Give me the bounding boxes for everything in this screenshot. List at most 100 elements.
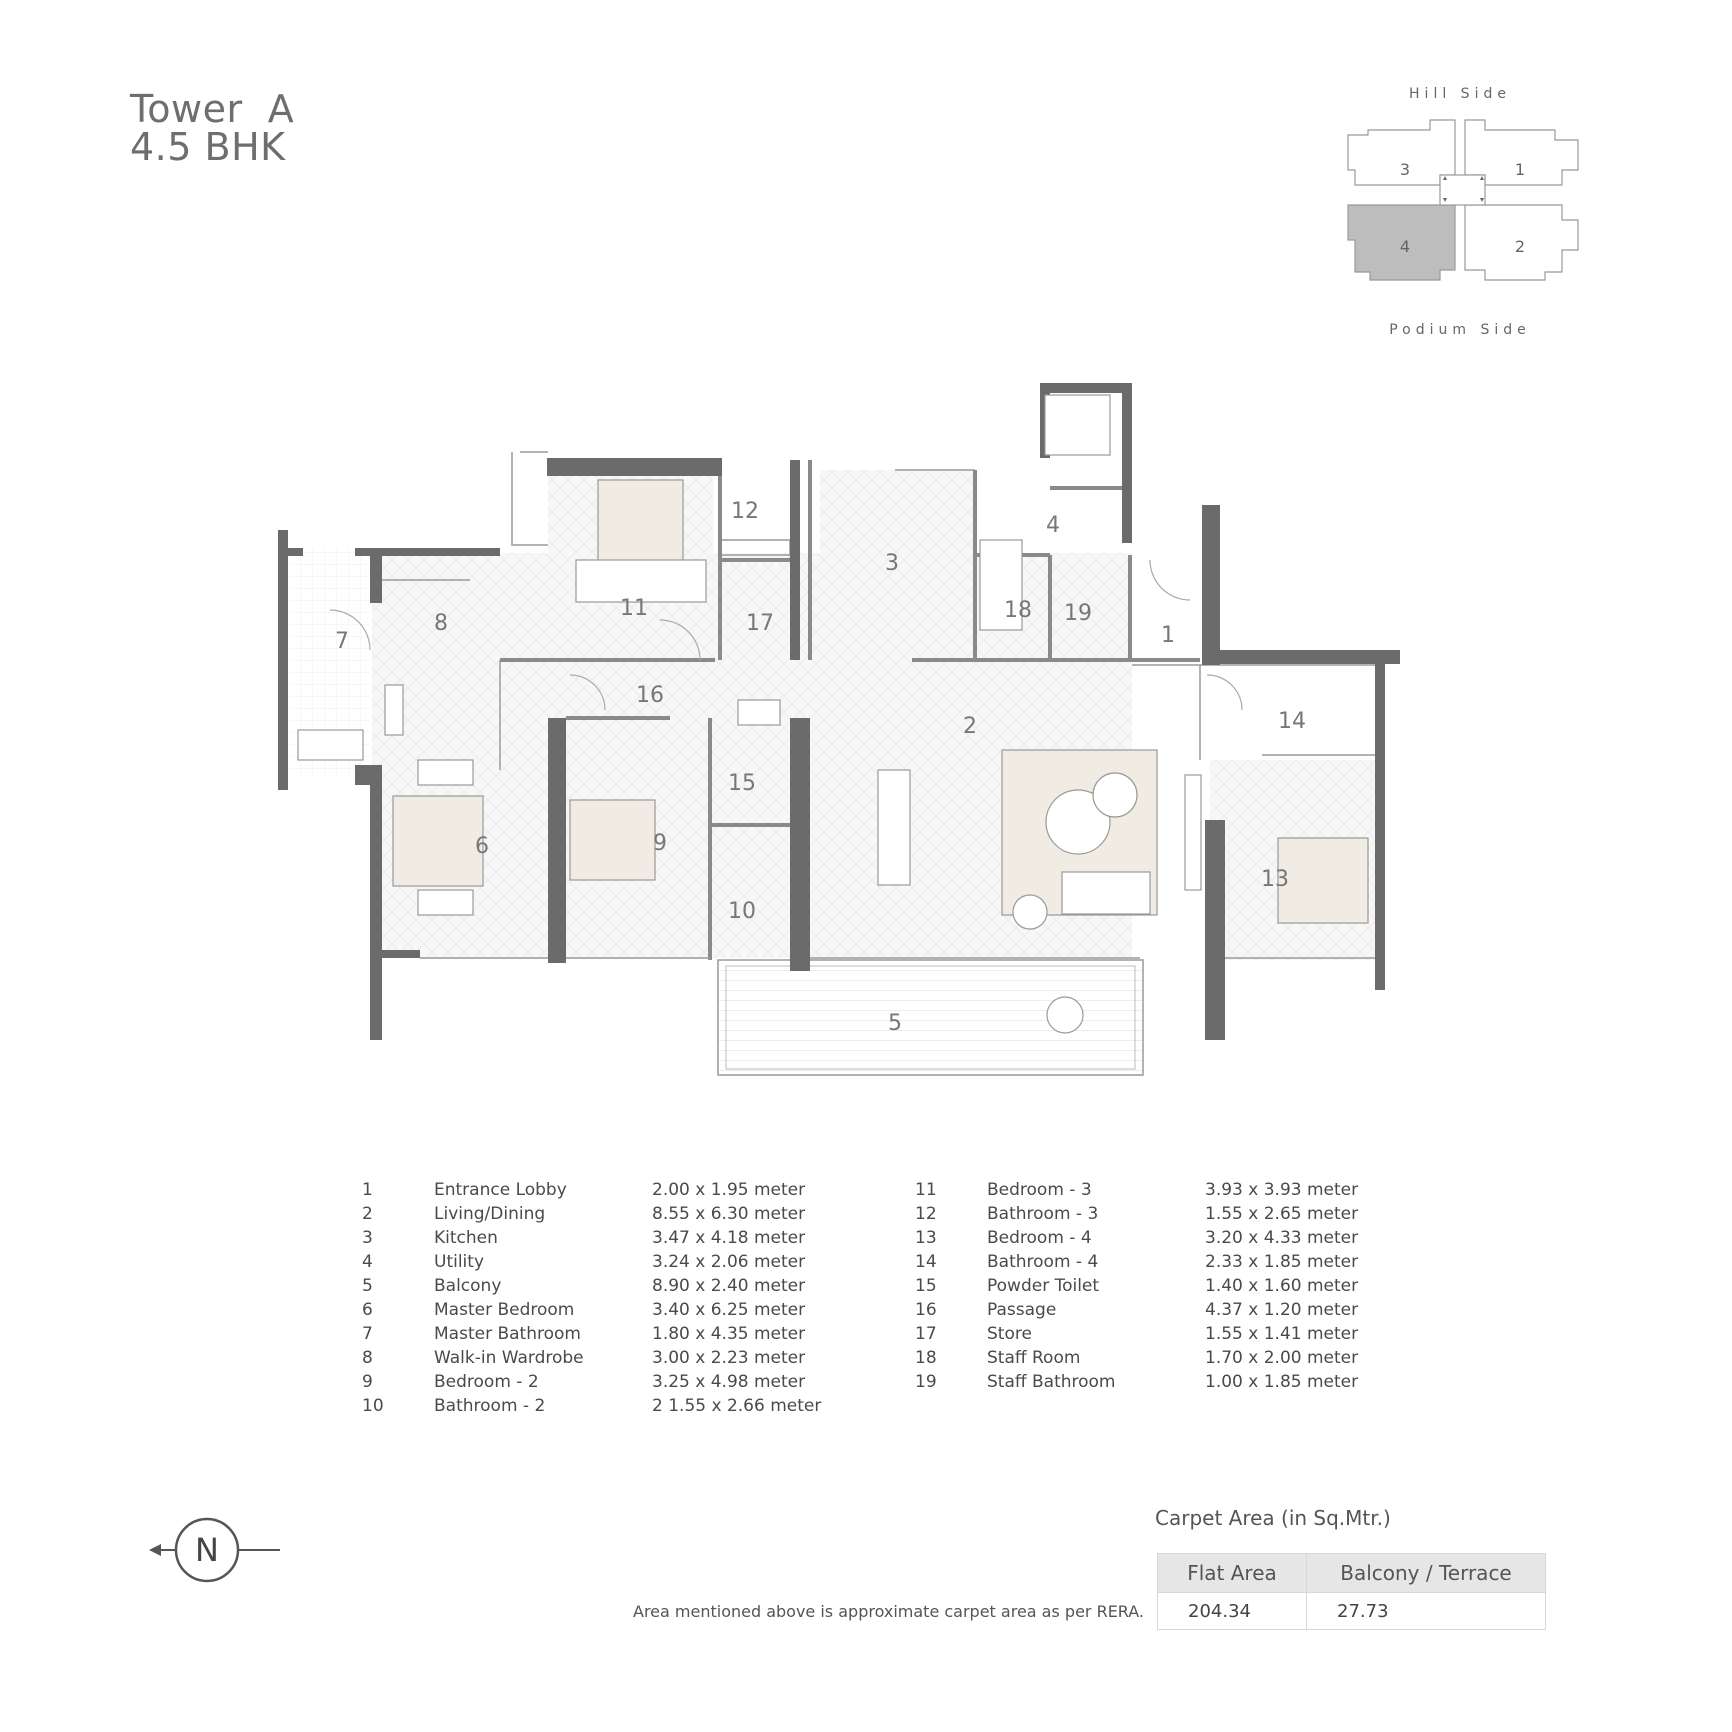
legend-name: Master Bathroom	[434, 1324, 581, 1344]
room-label-7: 7	[335, 629, 349, 654]
legend-dim: 8.90 x 2.40 meter	[652, 1276, 806, 1296]
room-label-17: 17	[746, 611, 774, 636]
wall-utility-east	[1122, 383, 1132, 543]
wall-utility-top	[1040, 383, 1132, 393]
legend-dim: 1.00 x 1.85 meter	[1205, 1372, 1359, 1392]
legend-name: Staff Room	[987, 1348, 1081, 1368]
rera-note: Area mentioned above is approximate carp…	[633, 1602, 1145, 1621]
wall-bath2-east	[790, 718, 810, 971]
wall-w3	[370, 548, 382, 603]
room-label-18: 18	[1004, 598, 1032, 623]
door-entrance	[1149, 559, 1191, 601]
bed-bedroom-3	[597, 479, 684, 576]
tower-name: Tower A	[130, 87, 295, 131]
bench-master-2	[417, 889, 474, 916]
legend-num: 1	[362, 1180, 373, 1200]
legend-dim: 3.24 x 2.06 meter	[652, 1252, 806, 1272]
legend-num: 3	[362, 1228, 373, 1248]
dining-table	[877, 769, 911, 886]
legend-num: 9	[362, 1372, 373, 1392]
wall-wardrobe-top	[370, 548, 500, 556]
key-plan-label-3: 3	[1400, 160, 1410, 179]
legend-name: Balcony	[434, 1276, 502, 1296]
room-label-19: 19	[1064, 601, 1092, 626]
legend-dim: 2 1.55 x 2.66 meter	[652, 1396, 822, 1416]
legend-name: Bathroom - 2	[434, 1396, 546, 1416]
bedroom3-terrace-edge	[511, 452, 548, 546]
legend-num: 14	[915, 1252, 937, 1272]
room-label-2: 2	[963, 714, 977, 739]
wall-w1	[278, 548, 303, 556]
key-plan: Hill Side 3 1 4 2 Podium Side	[1330, 80, 1590, 350]
wall-bedroom4-east	[1375, 650, 1385, 990]
coffee-table-1	[1045, 789, 1111, 855]
vanity	[384, 684, 404, 736]
thin-walls	[372, 451, 1385, 770]
furniture	[297, 394, 1369, 1034]
room-label-8: 8	[434, 611, 448, 636]
legend-name: Bathroom - 3	[987, 1204, 1099, 1224]
legend-name: Bedroom - 2	[434, 1372, 539, 1392]
legend-name: Store	[987, 1324, 1032, 1344]
wall-master-west	[370, 765, 382, 1040]
rug-bedroom-3	[575, 559, 707, 603]
legend-dim: 2.00 x 1.95 meter	[652, 1180, 806, 1200]
legend-num: 5	[362, 1276, 373, 1296]
north-compass: N	[149, 1517, 280, 1583]
door-passage	[569, 674, 606, 711]
key-plan-label-2: 2	[1515, 237, 1525, 256]
legend-num: 8	[362, 1348, 373, 1368]
unit-type: 4.5 BHK	[130, 125, 286, 169]
value-flat-area: 204.34	[1157, 1592, 1307, 1630]
room-label-3: 3	[885, 551, 899, 576]
room-label-11: 11	[620, 596, 648, 621]
room-label-14: 14	[1278, 709, 1306, 734]
legend-dim: 4.37 x 1.20 meter	[1205, 1300, 1359, 1320]
legend-num: 18	[915, 1348, 937, 1368]
room-labels: 1 2 3 4 5 6 7 8 9 10 11 12 13 14 15 16 1…	[335, 499, 1306, 1036]
legend-num: 10	[362, 1396, 384, 1416]
door-bedroom-3	[659, 619, 701, 661]
bed-bedroom-4	[1277, 837, 1369, 924]
legend-num: 6	[362, 1300, 373, 1320]
legend-dim: 3.20 x 4.33 meter	[1205, 1228, 1359, 1248]
wardrobe-edge	[720, 539, 791, 556]
legend-num: 13	[915, 1228, 937, 1248]
door-master-bath	[329, 609, 371, 651]
legend-dim: 1.40 x 1.60 meter	[1205, 1276, 1359, 1296]
room-label-13: 13	[1261, 867, 1289, 892]
legend-num: 15	[915, 1276, 937, 1296]
key-plan-top-label: Hill Side	[1409, 86, 1511, 102]
legend-dim: 1.55 x 1.41 meter	[1205, 1324, 1359, 1344]
utility-unit	[1044, 394, 1111, 456]
legend-dim: 3.47 x 4.18 meter	[652, 1228, 806, 1248]
bed-bedroom-2	[569, 799, 656, 881]
legend-name: Entrance Lobby	[434, 1180, 567, 1200]
legend-name: Walk-in Wardrobe	[434, 1348, 584, 1368]
floor-plan: 1 2 3 4 5 6 7 8 9 10 11 12 13 14 15 16 1…	[278, 383, 1400, 1076]
wall-w2	[355, 548, 380, 556]
room-label-15: 15	[728, 771, 756, 796]
balcony-rail	[725, 965, 1136, 1070]
legend-dim: 3.25 x 4.98 meter	[652, 1372, 806, 1392]
legend-name: Living/Dining	[434, 1204, 546, 1224]
wall-bedroom2-west	[548, 718, 566, 963]
fixture-powder	[737, 699, 781, 726]
plan-title: Tower A 4.5 BHK	[130, 90, 294, 166]
legend-dim: 1.80 x 4.35 meter	[652, 1324, 806, 1344]
sofa-south	[1061, 871, 1151, 915]
partitions	[500, 460, 1200, 960]
legend-dim: 2.33 x 1.85 meter	[1205, 1252, 1359, 1272]
door-swings	[329, 559, 1243, 711]
key-plan-drawing: 3 1 4 2	[1347, 119, 1579, 281]
floor-kitchen	[820, 470, 975, 660]
legend-dim: 1.70 x 2.00 meter	[1205, 1348, 1359, 1368]
room-label-5: 5	[888, 1011, 902, 1036]
room-label-10: 10	[728, 899, 756, 924]
legend-num: 12	[915, 1204, 937, 1224]
key-plan-unit-2	[1464, 204, 1579, 281]
legend-dim: 3.93 x 3.93 meter	[1205, 1180, 1359, 1200]
key-plan-unit-4	[1347, 204, 1456, 281]
carpet-area-table: Flat Area Balcony / Terrace 204.34 27.73	[1157, 1553, 1546, 1630]
wall-entrance-east	[1202, 505, 1220, 665]
